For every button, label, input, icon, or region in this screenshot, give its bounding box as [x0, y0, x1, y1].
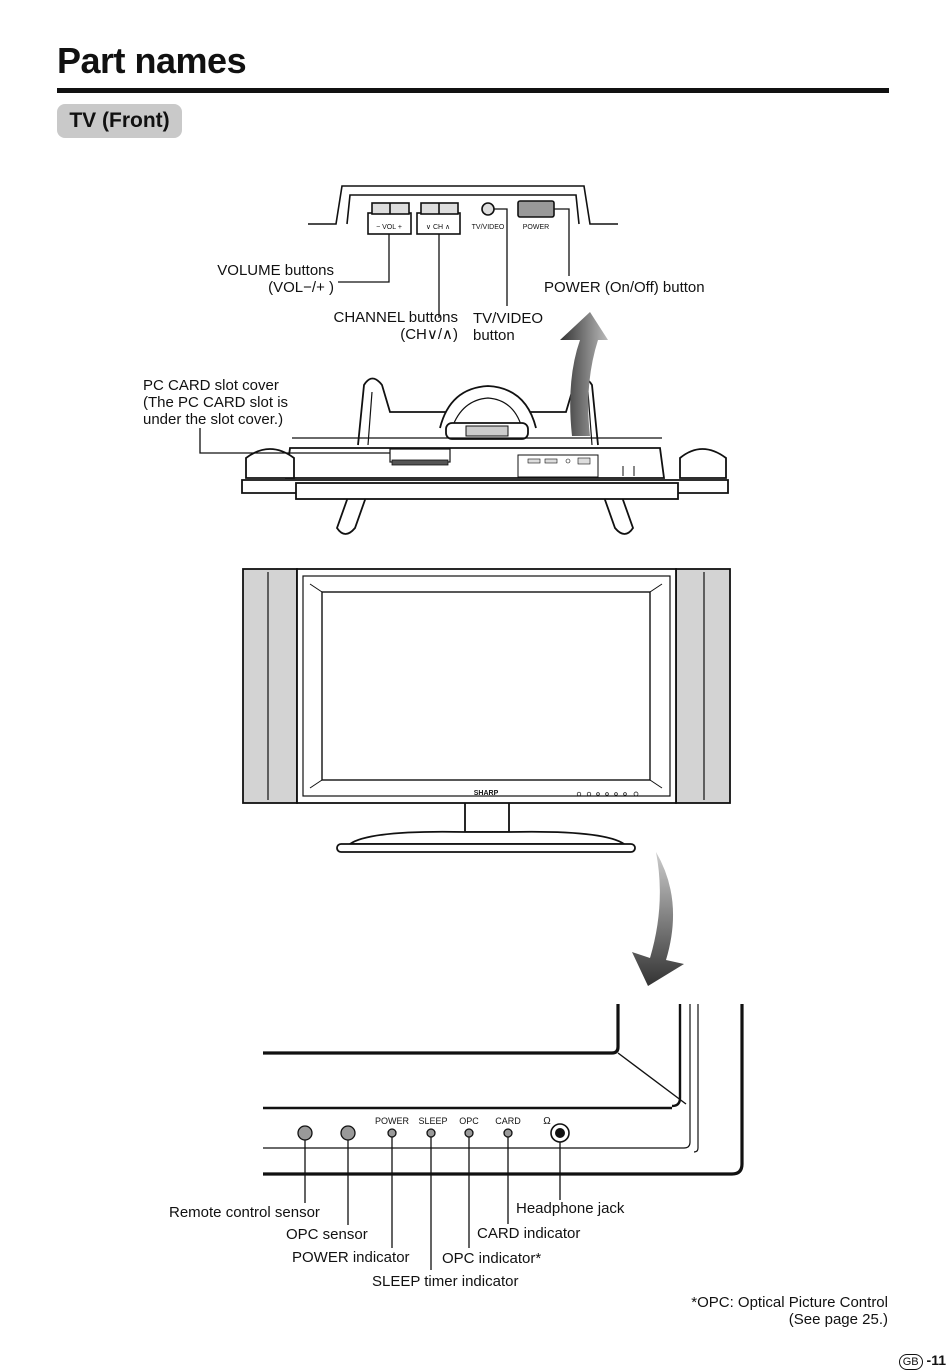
opc-sensor-label: OPC sensor — [286, 1226, 368, 1243]
region-badge: GB — [898, 1354, 923, 1370]
opc-indicator-label: OPC indicator* — [442, 1250, 542, 1267]
headphone-jack-label: Headphone jack — [516, 1200, 625, 1217]
volume-label-line1: VOLUME buttons — [217, 262, 334, 279]
section-tab: TV (Front) — [57, 104, 182, 138]
top-control-panel — [308, 185, 618, 318]
pccard-label-line1: PC CARD slot cover — [143, 377, 279, 394]
down-arrow — [632, 852, 684, 986]
title-rule — [57, 88, 889, 93]
tvvideo-key-label: TV/VIDEO — [472, 224, 505, 231]
tvvideo-label-line2: button — [473, 327, 515, 344]
opc-indicator-text: OPC — [459, 1116, 479, 1126]
tvvideo-label: TV/VIDEO button — [473, 310, 543, 344]
channel-label-line2: (CH∨/∧) — [400, 326, 458, 343]
pccard-label: PC CARD slot cover (The PC CARD slot is … — [143, 377, 288, 428]
page-number: GB -11 — [898, 1352, 946, 1370]
indicator-panel-closeup — [263, 1004, 744, 1270]
vol-key-label: − VOL + — [376, 224, 402, 231]
page-title: Part names — [57, 40, 247, 81]
remote-sensor-label: Remote control sensor — [169, 1204, 320, 1221]
up-arrow — [560, 312, 608, 436]
sleep-indicator-label: SLEEP timer indicator — [372, 1273, 519, 1290]
footnote-line1: *OPC: Optical Picture Control — [691, 1294, 888, 1311]
card-indicator-text: CARD — [495, 1116, 521, 1126]
headphone-icon: Ω — [543, 1116, 551, 1127]
tvvideo-label-line1: TV/VIDEO — [473, 310, 544, 327]
pccard-label-line3: under the slot cover.) — [143, 411, 284, 428]
power-indicator-label: POWER indicator — [292, 1249, 410, 1266]
pccard-label-line2: (The PC CARD slot is — [143, 394, 289, 411]
brand-logo: SHARP — [474, 790, 499, 797]
footnote: *OPC: Optical Picture Control (See page … — [640, 1294, 888, 1328]
sleep-indicator-text: SLEEP — [418, 1116, 447, 1126]
ch-key-label: ∨ CH ∧ — [426, 224, 450, 231]
channel-label-line1: CHANNEL buttons — [333, 309, 459, 326]
channel-label: CHANNEL buttons (CH∨/∧) — [310, 309, 459, 343]
power-key-label: POWER — [523, 224, 549, 231]
footnote-line2: (See page 25.) — [788, 1311, 888, 1328]
volume-label-line2: (VOL−/+ ) — [268, 279, 334, 296]
power-indicator-text: POWER — [375, 1116, 410, 1126]
tv-front-view — [242, 568, 731, 853]
tv-top-view — [199, 377, 729, 535]
page-number-text: -11 — [926, 1352, 946, 1368]
card-indicator-label: CARD indicator — [477, 1225, 581, 1242]
volume-label: VOLUME buttons (VOL−/+ ) — [190, 262, 334, 296]
power-button-label: POWER (On/Off) button — [544, 279, 705, 296]
